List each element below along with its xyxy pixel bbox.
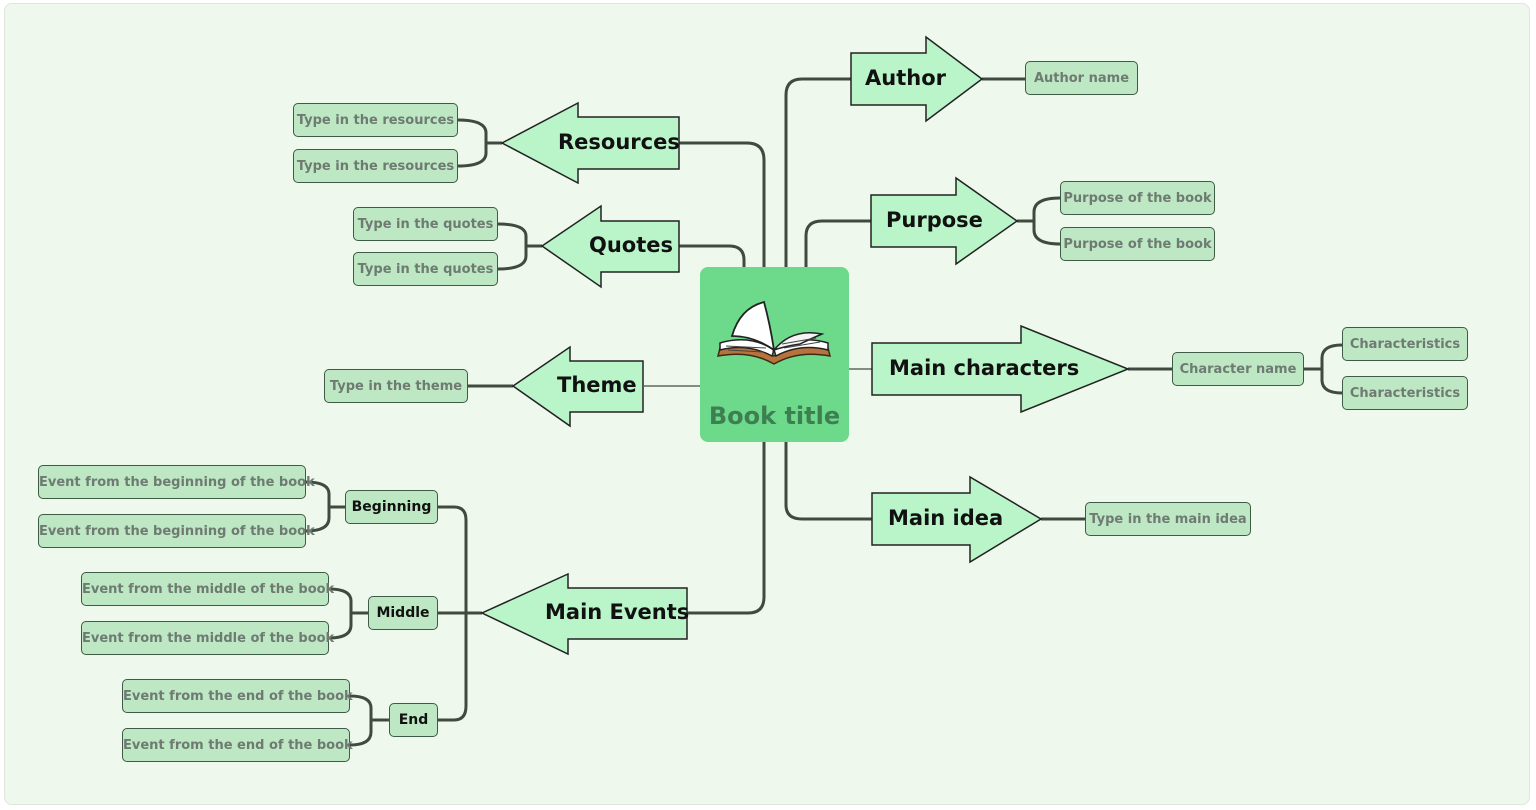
topic-main-idea-arrow [871,475,1043,564]
connector-main-idea [784,440,874,521]
subtopic-resources-1[interactable]: Type in the resources [293,103,458,137]
topic-author[interactable]: Author [865,66,946,90]
subtopic-middle[interactable]: Middle [368,596,438,630]
topic-main-events[interactable]: Main Events [545,600,690,624]
subtopic-end[interactable]: End [389,703,438,737]
connector-characteristics [1304,343,1343,395]
topic-main-events-arrow [480,572,688,656]
subtopic-purpose-1[interactable]: Purpose of the book [1060,181,1215,215]
subtopic-beginning[interactable]: Beginning [345,490,438,524]
topic-purpose[interactable]: Purpose [886,208,983,232]
subtopic-quotes-2[interactable]: Type in the quotes [353,252,498,286]
event-middle-2[interactable]: Event from the middle of the book [81,621,334,655]
connector-purpose [804,219,874,270]
subtopic-purpose-2[interactable]: Purpose of the book [1060,227,1215,261]
connector-quotes [678,244,746,270]
connector-author [784,77,854,270]
connector-middle-leaves [328,587,368,640]
connector-quotes-leaves [497,222,542,271]
subtopic-author-name[interactable]: Author name [1025,61,1138,95]
event-end-1[interactable]: Event from the end of the book [122,679,353,713]
subtopic-characteristics-1[interactable]: Characteristics [1342,327,1468,361]
topic-main-characters-arrow [871,324,1131,414]
subtopic-theme[interactable]: Type in the theme [324,369,468,403]
open-book-icon [716,300,832,365]
connector-end-leaves [349,694,389,747]
topic-author-arrow [850,35,984,123]
connector-purpose-leaves [1017,196,1061,246]
subtopic-quotes-1[interactable]: Type in the quotes [353,207,498,241]
connector-main-events [686,440,766,615]
topic-resources[interactable]: Resources [558,130,680,154]
topic-theme-arrow [511,345,644,428]
connector-beginning-leaves [305,480,345,533]
subtopic-resources-2[interactable]: Type in the resources [293,149,458,183]
connector-event-groups [438,505,482,722]
central-topic-title: Book title [708,402,841,430]
topic-main-idea[interactable]: Main idea [888,506,1004,530]
subtopic-main-idea[interactable]: Type in the main idea [1085,502,1251,536]
topic-quotes[interactable]: Quotes [589,233,674,257]
event-beginning-1[interactable]: Event from the beginning of the book [38,465,315,499]
topic-purpose-arrow [870,176,1019,266]
event-beginning-2[interactable]: Event from the beginning of the book [38,514,315,548]
event-end-2[interactable]: Event from the end of the book [122,728,353,762]
connector-resources [677,141,766,270]
topic-resources-arrow [500,101,680,185]
subtopic-character-name[interactable]: Character name [1172,352,1304,386]
topic-main-characters[interactable]: Main characters [889,356,1080,380]
topic-quotes-arrow [540,204,680,289]
connector-resources-leaves [457,118,502,168]
subtopic-characteristics-2[interactable]: Characteristics [1342,376,1468,410]
topic-theme[interactable]: Theme [557,373,637,397]
event-middle-1[interactable]: Event from the middle of the book [81,572,334,606]
